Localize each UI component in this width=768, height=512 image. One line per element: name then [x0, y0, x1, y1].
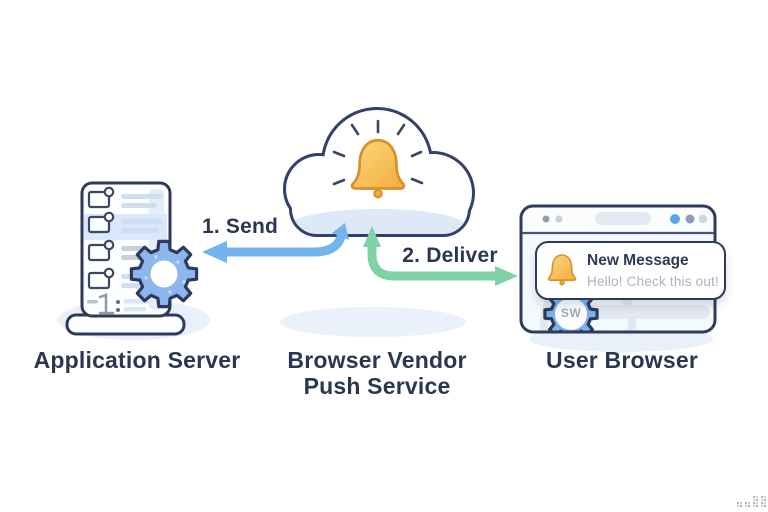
window-dot-icon: [685, 214, 695, 224]
push-service-label-line1: Browser Vendor: [287, 347, 467, 373]
service-worker-gear-icon: [543, 286, 599, 331]
push-service-label-line2: Push Service: [303, 372, 451, 399]
address-bar: [595, 212, 651, 225]
notification-title: New Message: [587, 252, 689, 269]
window-controls: [542, 212, 708, 225]
bell-ring-dashes: [332, 119, 424, 186]
window-dot-icon: [555, 215, 563, 223]
application-server-illustration: [65, 181, 199, 336]
window-dot-icon: [542, 215, 550, 223]
gear-icon: [129, 239, 199, 309]
cloud-bottom-shade: [292, 209, 466, 234]
push-service-cloud: [283, 107, 475, 237]
service-worker-badge: SW: [560, 306, 582, 320]
push-service-label: Browser Vendor Push Service: [277, 347, 477, 400]
application-server-label: Application Server: [33, 347, 241, 373]
watermark: [737, 492, 766, 504]
notification-texts: New Message Hello! Check this out!: [587, 252, 719, 289]
window-dot-icon: [670, 214, 680, 224]
bell-icon: [350, 138, 406, 199]
send-arrow: [202, 223, 349, 263]
window-dot-icon: [698, 214, 708, 224]
user-browser-label: User Browser: [546, 347, 698, 373]
deliver-arrowhead-right: [495, 266, 518, 286]
notification-card: New Message Hello! Check this out!: [535, 241, 726, 300]
notification-bell-icon: [547, 253, 577, 286]
deliver-arrow-label: 2. Deliver: [402, 244, 498, 267]
notification-body: Hello! Check this out!: [587, 274, 719, 289]
server-pedestal: [65, 313, 186, 336]
send-arrowhead-left: [202, 241, 227, 263]
send-arrow-label: 1. Send: [201, 215, 279, 238]
deliver-arrowhead-cloud: [363, 226, 381, 247]
send-arrowhead-cloud: [332, 223, 349, 240]
cloud-ground-shadow: [280, 307, 466, 337]
server-row-icons: [87, 186, 115, 290]
deliver-arrow: [363, 226, 518, 286]
